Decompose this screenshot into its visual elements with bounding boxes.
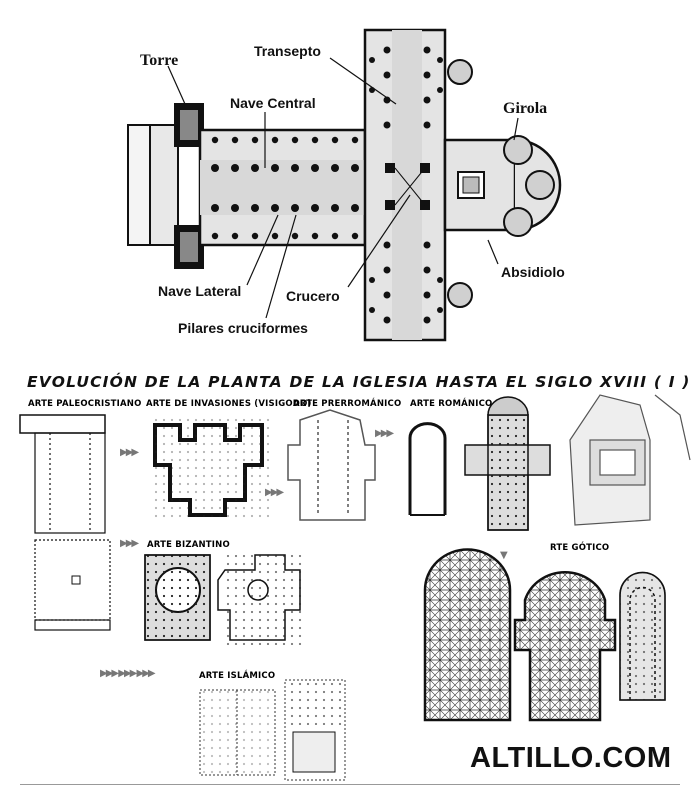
plan-visigodo — [150, 415, 270, 520]
main-cathedral-plan — [127, 28, 562, 342]
label-girola: Girola — [503, 100, 548, 117]
arrow-icon: ▶▶▶ — [120, 447, 139, 458]
label-absidiolo: Absidiolo — [501, 264, 565, 280]
caption-romanico: ARTE ROMÁNICO — [410, 399, 493, 409]
plan-paleocristiano — [19, 414, 111, 631]
label-crucero: Crucero — [286, 288, 340, 304]
label-pilares-cruciformes: Pilares cruciformes — [178, 320, 308, 336]
label-torre: Torre — [140, 52, 179, 69]
plan-bizantino-1 — [144, 554, 211, 641]
caption-bizantino: ARTE BIZANTINO — [147, 540, 230, 550]
arrow-icon: ▶▶▶ ▶▶▶ ▶▶▶ — [100, 668, 156, 679]
plan-romanico-small — [408, 422, 447, 516]
plan-prerromanico — [287, 409, 376, 521]
plan-gotico-2 — [513, 570, 617, 722]
plan-romanico-cross — [464, 396, 551, 531]
caption-invasiones: ARTE DE INVASIONES (VISIGODO) — [146, 399, 312, 409]
plan-islamico-1 — [199, 689, 276, 776]
plan-bizantino-2 — [217, 554, 305, 645]
plan-islamico-2 — [284, 679, 346, 781]
arrow-icon: ▶▶▶ — [120, 538, 139, 549]
arrow-icon: ▶▶▶ — [265, 487, 284, 498]
plan-gotico-1 — [423, 548, 512, 722]
caption-prerromanico: ARTE PRERROMÁNICO — [293, 399, 402, 409]
arrow-icon: ▼ — [500, 550, 508, 561]
label-transepto: Transepto — [254, 43, 321, 59]
caption-gotico: RTE GÓTICO — [550, 543, 610, 553]
plan-gotico-3 — [619, 571, 666, 701]
label-nave-central: Nave Central — [230, 95, 316, 111]
caption-paleocristiano: ARTE PALEOCRISTIANO — [28, 399, 142, 409]
arrow-icon: ▶▶▶ — [375, 428, 394, 439]
label-nave-lateral: Nave Lateral — [158, 283, 242, 299]
evolution-title: EVOLUCIÓN DE LA PLANTA DE LA IGLESIA HAS… — [27, 373, 691, 391]
brand-watermark: ALTILLO.COM — [470, 742, 672, 774]
plan-monasterio — [569, 394, 691, 526]
caption-islamico: ARTE ISLÁMICO — [199, 671, 276, 681]
footer-divider — [20, 784, 680, 785]
